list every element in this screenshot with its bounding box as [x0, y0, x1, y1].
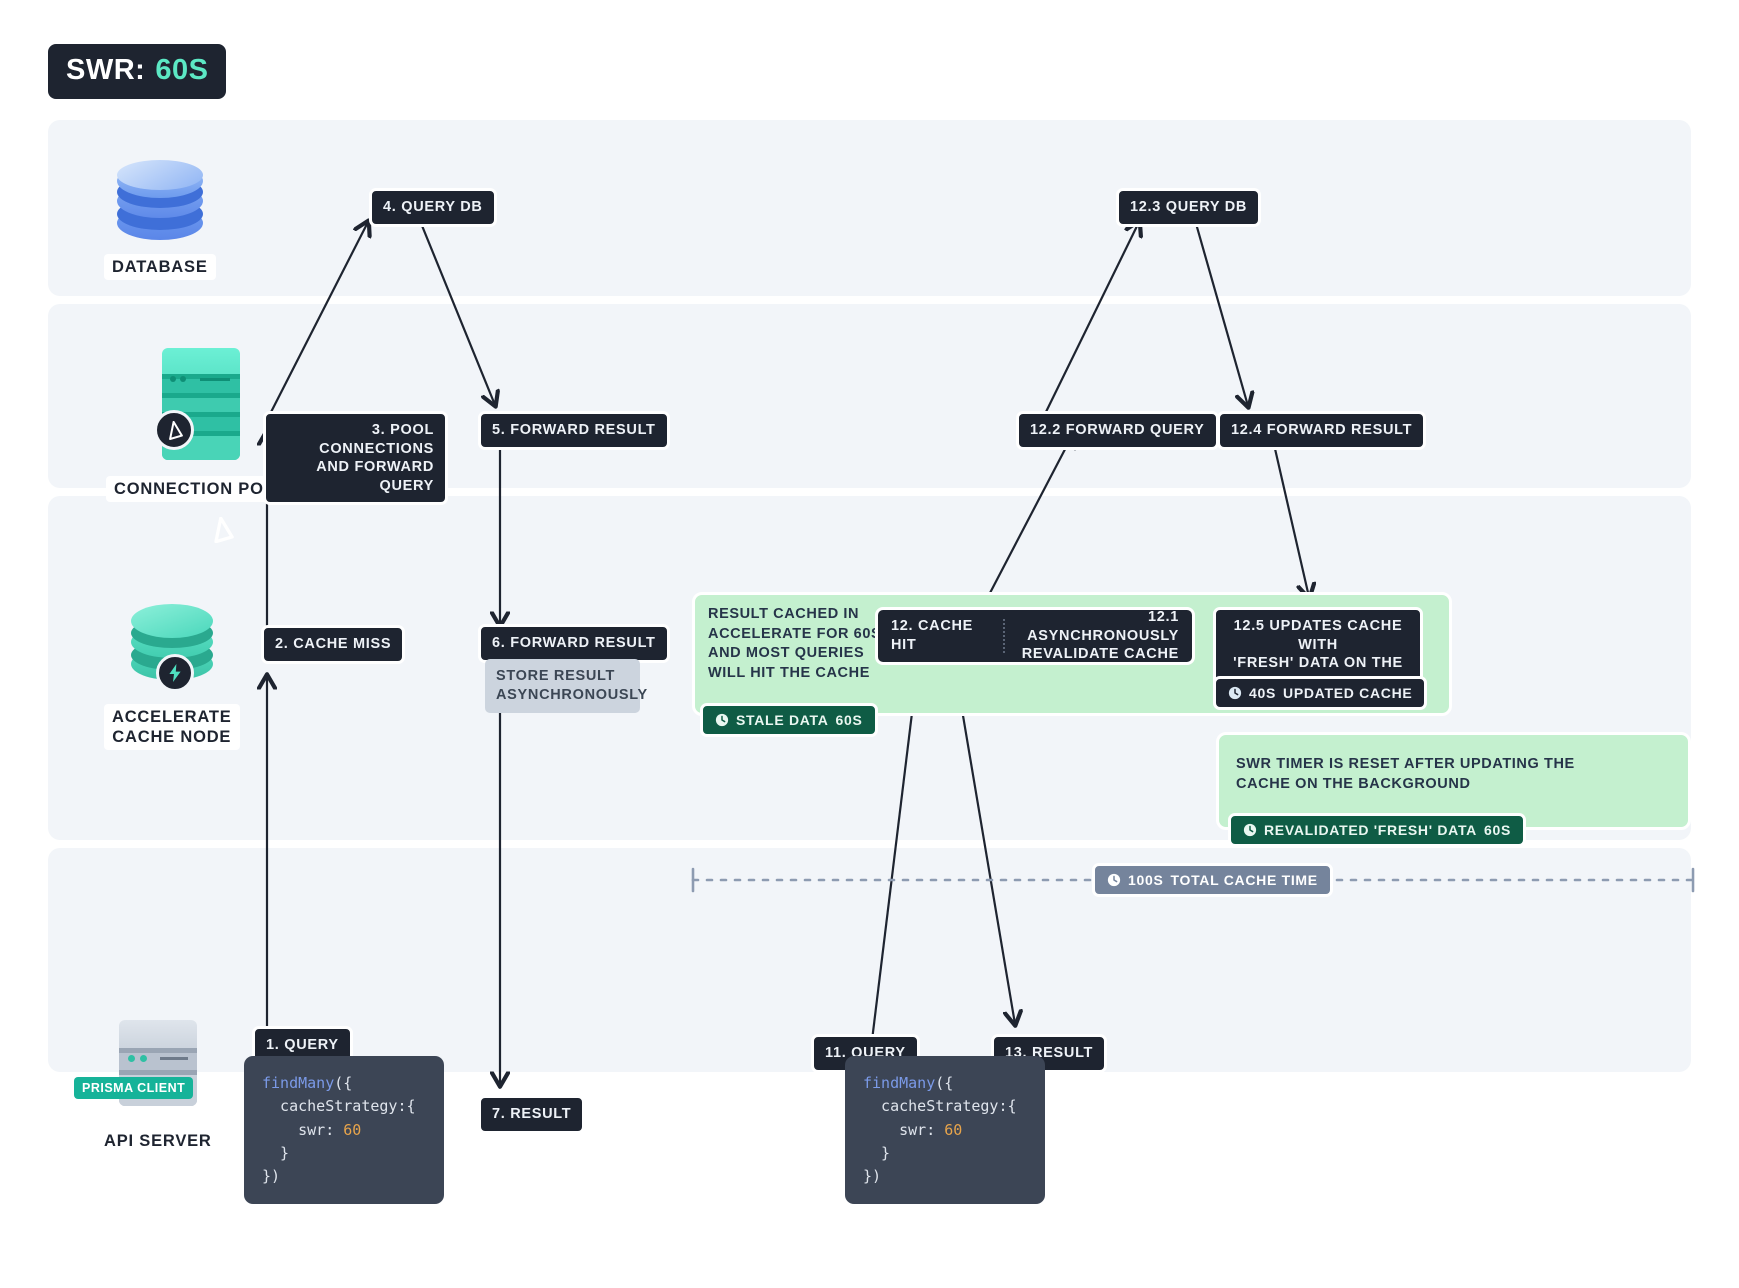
pill-total-cache-time-time: 100S	[1128, 872, 1164, 888]
code-fn-name: findMany	[262, 1074, 335, 1092]
node-accelerate-cache: ACCELERATE CACHE NODE	[104, 604, 240, 751]
database-icon	[116, 160, 203, 248]
accelerate-cache-label: ACCELERATE CACHE NODE	[104, 704, 240, 751]
step-12-cache-hit[interactable]: 12. CACHE HIT	[891, 618, 974, 653]
pill-stale-data-label: STALE DATA	[736, 712, 829, 728]
prisma-watermark-icon	[214, 517, 234, 543]
connection-pool-icon	[162, 348, 241, 460]
lane-database	[48, 120, 1691, 296]
code-fn-name: findMany	[863, 1074, 936, 1092]
combo-divider	[1003, 619, 1005, 653]
step-13-result[interactable]: 13. RESULT	[991, 1034, 1108, 1073]
code-line3-key: swr:	[262, 1120, 344, 1139]
pill-total-cache-time: 100S TOTAL CACHE TIME	[1092, 863, 1333, 897]
node-connection-pool: CONNECTION POOL	[106, 348, 297, 503]
clock-icon	[1228, 686, 1242, 700]
swr-label: SWR:	[66, 54, 146, 86]
step-4-query-db[interactable]: 4. QUERY DB	[369, 188, 497, 227]
step-6-forward-result[interactable]: 6. FORWARD RESULT	[478, 624, 670, 663]
prisma-glyph-icon	[168, 420, 183, 440]
pill-revalidated-label: REVALIDATED 'FRESH' DATA	[1264, 822, 1477, 838]
step-12-1-revalidate[interactable]: 12.1 ASYNCHRONOUSLY REVALIDATE CACHE	[1021, 609, 1179, 663]
note-store-result: STORE RESULT ASYNCHRONOUSLY	[485, 659, 647, 713]
step-3-pool-connections[interactable]: 3. POOL CONNECTIONS AND FORWARD QUERY	[263, 411, 448, 506]
code-line4: }	[863, 1143, 891, 1162]
code-block-right: findMany({ cacheStrategy:{ swr: 60 } })	[845, 1056, 1045, 1205]
note-swr-timer-reset: SWR TIMER IS RESET AFTER UPDATING THE CA…	[1236, 756, 1575, 792]
prisma-logo-icon	[154, 410, 194, 450]
code-line4: }	[262, 1143, 290, 1162]
step-12-2-forward-query[interactable]: 12.2 FORWARD QUERY	[1016, 411, 1219, 450]
clock-icon	[1107, 873, 1121, 887]
swr-header-badge: SWR: 60S	[48, 44, 227, 99]
pill-total-cache-time-label: TOTAL CACHE TIME	[1170, 872, 1318, 888]
pill-updated-cache-time: 40S	[1249, 685, 1277, 701]
pill-stale-data-time: 60S	[835, 712, 863, 728]
bolt-glyph-icon	[169, 664, 181, 682]
code-line2: cacheStrategy:{	[262, 1097, 416, 1116]
clock-icon	[1243, 823, 1257, 837]
lightning-bolt-icon	[156, 654, 194, 692]
code-line5: })	[262, 1167, 281, 1185]
database-label: DATABASE	[104, 254, 216, 281]
step-2-cache-miss[interactable]: 2. CACHE MISS	[261, 625, 406, 664]
step-12-4-forward-result[interactable]: 12.4 FORWARD RESULT	[1217, 411, 1427, 450]
code-line1-rest: ({	[935, 1074, 954, 1092]
code-line3-key: swr:	[863, 1120, 945, 1139]
swr-value: 60S	[155, 54, 209, 86]
code-line3-num: 60	[944, 1120, 963, 1139]
pill-updated-cache-label: UPDATED CACHE	[1283, 685, 1413, 701]
code-line2: cacheStrategy:{	[863, 1097, 1017, 1116]
prisma-client-chip: PRISMA CLIENT	[74, 1077, 194, 1099]
code-line5: })	[863, 1167, 882, 1185]
node-database: DATABASE	[104, 160, 216, 281]
pill-stale-data: STALE DATA 60S	[700, 703, 878, 737]
pill-updated-cache: 40S UPDATED CACHE	[1213, 676, 1428, 710]
note-result-cached: RESULT CACHED IN ACCELERATE FOR 60S AND …	[708, 606, 882, 682]
code-block-left: findMany({ cacheStrategy:{ swr: 60 } })	[244, 1056, 444, 1205]
step-12-3-query-db[interactable]: 12.3 QUERY DB	[1116, 188, 1262, 227]
pill-revalidated-time: 60S	[1483, 822, 1511, 838]
api-server-label: API SERVER	[96, 1128, 220, 1155]
step-5-forward-result[interactable]: 5. FORWARD RESULT	[478, 411, 670, 450]
node-api-server: PRISMA CLIENT API SERVER	[74, 1020, 220, 1155]
pill-revalidated-data: REVALIDATED 'FRESH' DATA 60S	[1228, 813, 1526, 847]
code-line1-rest: ({	[334, 1074, 353, 1092]
clock-icon	[715, 713, 729, 727]
code-line3-num: 60	[343, 1120, 362, 1139]
step-12-combo[interactable]: 12. CACHE HIT 12.1 ASYNCHRONOUSLY REVALI…	[875, 607, 1195, 665]
step-7-result[interactable]: 7. RESULT	[478, 1095, 586, 1134]
